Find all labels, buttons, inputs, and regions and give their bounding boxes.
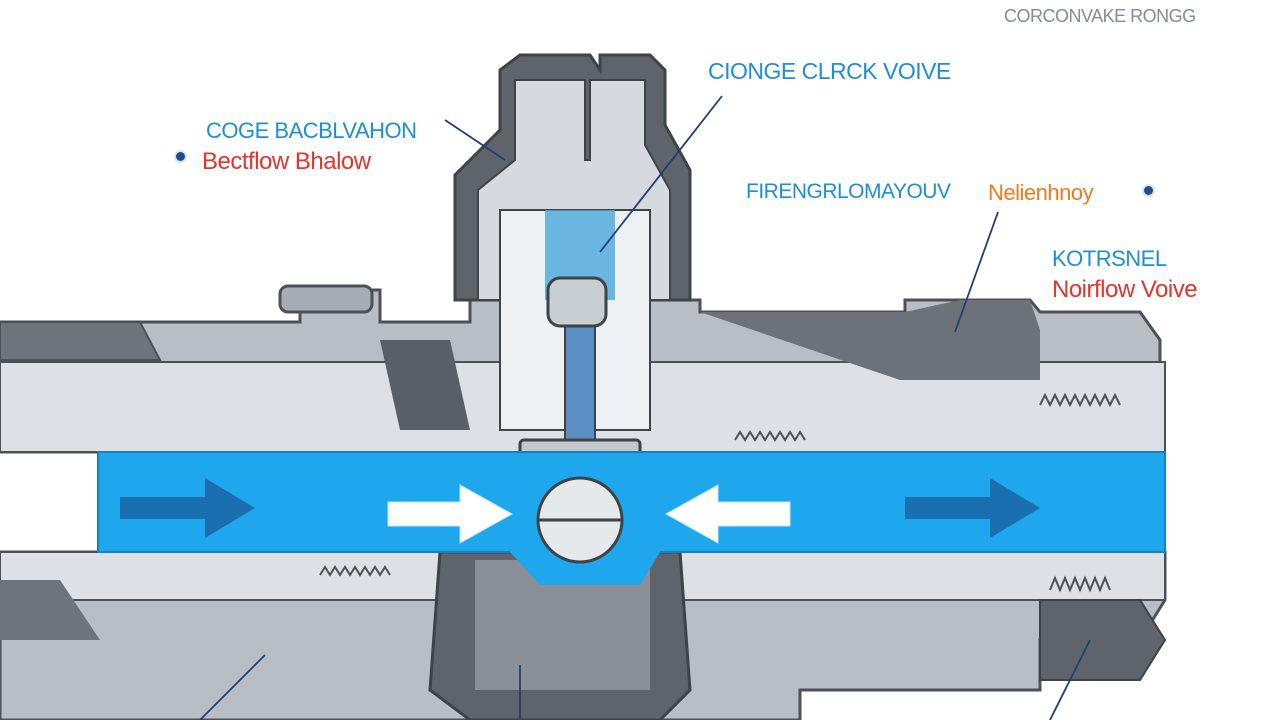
top-left-title: COGE BACBLVAHON — [206, 118, 417, 143]
middle-right-title: FIRENGRLOMAYOUV — [746, 180, 951, 203]
top-center-title: CIONGE CLRCK VOIVE — [708, 58, 951, 84]
left-flange-dark — [0, 321, 162, 361]
right-title: KOTRSNEL — [1052, 246, 1167, 271]
arrow-right-icon — [120, 478, 255, 538]
stem-guide — [546, 276, 608, 328]
brand-header: CORCONVAKE RONGG — [1004, 6, 1196, 26]
lower-left-dark — [0, 580, 100, 640]
spring-coils-right — [319, 392, 1121, 593]
lower-bowl-inner — [475, 560, 650, 690]
middle-right-highlight: Nelienhnoy — [988, 180, 1094, 205]
top-left-subtitle: Bectflow Bhalow — [202, 148, 371, 175]
right-flange-lower — [1039, 599, 1167, 681]
bolt-cap — [278, 284, 374, 314]
arrow-right-icon — [387, 484, 514, 544]
left-recess — [380, 340, 470, 430]
dot-icon — [176, 152, 185, 161]
arrow-right-icon — [905, 478, 1040, 538]
leader-lines — [199, 95, 1091, 720]
right-subtitle: Noirflow Voive — [1052, 276, 1198, 303]
arrow-left-icon — [664, 484, 791, 544]
pipe-upper-shadow — [700, 300, 1040, 380]
dot-icon — [1144, 186, 1153, 195]
